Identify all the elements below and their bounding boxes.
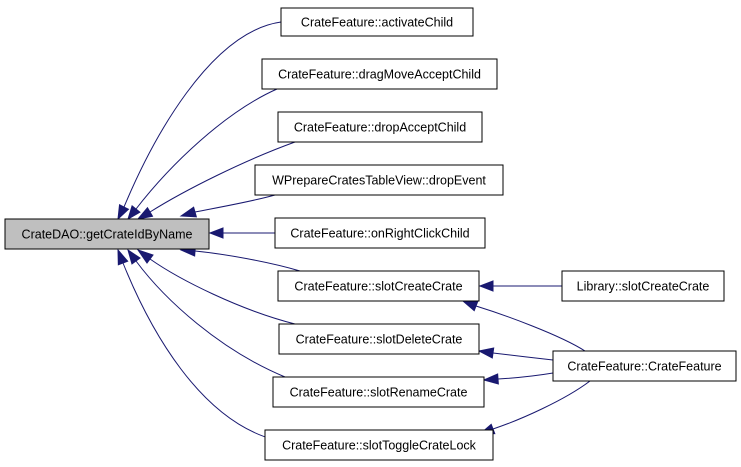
- edge-line: [475, 305, 586, 352]
- node-crate-feature-ctor-box: [552, 350, 737, 382]
- edge-onRightClickChild-to-getCrateIdByName: [208, 227, 275, 239]
- edge-slotToggleCrateLock-to-getCrateIdByName: [117, 248, 276, 441]
- edge-crateFeatureCtor-to-slotDeleteCrate: [477, 347, 554, 361]
- edge-line: [194, 194, 276, 213]
- node-slot-toggle-crate-lock-label: CrateFeature::slotToggleCrateLock: [282, 439, 477, 453]
- edge-activateChild-to-getCrateIdByName: [117, 21, 282, 221]
- edge-slotRenameCrate-to-getCrateIdByName: [127, 248, 286, 378]
- edge-slotCreateCrate-to-getCrateIdByName: [179, 245, 301, 272]
- node-drop-accept-child-box: [277, 111, 483, 143]
- node-drop-event-box: [254, 164, 504, 196]
- edge-arrowhead: [482, 373, 499, 385]
- edge-arrowhead: [208, 227, 224, 239]
- node-slot-delete-crate-box: [278, 323, 480, 355]
- edge-arrowhead: [127, 248, 141, 265]
- edge-arrowhead: [117, 203, 130, 221]
- node-slot-delete-crate[interactable]: CrateFeature::slotDeleteCrate: [278, 323, 480, 355]
- edge-librarySlotCreateCrate-to-slotCreateCrate: [478, 280, 562, 292]
- node-on-right-click-child[interactable]: CrateFeature::onRightClickChild: [274, 217, 486, 249]
- edge-line: [135, 260, 286, 378]
- edge-arrowhead: [117, 248, 129, 266]
- edge-arrowhead: [477, 347, 495, 359]
- edge-crateFeatureCtor-to-slotToggleCrateLock: [478, 380, 591, 435]
- edge-line: [149, 141, 296, 213]
- node-library-slot-create-crate-box: [561, 270, 725, 302]
- edge-line: [492, 352, 554, 361]
- node-activate-child[interactable]: CrateFeature::activateChild: [280, 7, 474, 37]
- node-slot-toggle-crate-lock-box: [264, 429, 494, 461]
- edge-line: [123, 21, 282, 208]
- node-drop-accept-child[interactable]: CrateFeature::dropAcceptChild: [277, 111, 483, 143]
- node-get-crate-id-by-name[interactable]: CrateDAO::getCrateIdByName: [4, 218, 210, 250]
- edge-line: [492, 380, 591, 430]
- node-slot-delete-crate-label: CrateFeature::slotDeleteCrate: [296, 333, 463, 347]
- edge-arrowhead: [136, 206, 154, 220]
- edge-dragMoveAcceptChild-to-getCrateIdByName: [127, 88, 278, 221]
- edge-line: [135, 88, 278, 210]
- edge-arrowhead: [127, 205, 141, 221]
- node-crate-feature-ctor[interactable]: CrateFeature::CrateFeature: [552, 350, 737, 382]
- edge-dropAcceptChild-to-getCrateIdByName: [136, 141, 296, 220]
- edge-line: [122, 262, 276, 441]
- edge-line: [497, 372, 554, 380]
- edge-arrowhead: [461, 300, 479, 312]
- node-library-slot-create-crate-label: Library::slotCreateCrate: [577, 280, 710, 294]
- node-activate-child-label: CrateFeature::activateChild: [301, 16, 453, 30]
- node-crate-feature-ctor-label: CrateFeature::CrateFeature: [567, 360, 721, 374]
- node-drop-event-label: WPrepareCratesTableView::dropEvent: [272, 174, 486, 188]
- edge-line: [194, 250, 301, 272]
- node-slot-rename-crate-label: CrateFeature::slotRenameCrate: [290, 386, 468, 400]
- node-slot-create-crate[interactable]: CrateFeature::slotCreateCrate: [277, 270, 480, 302]
- node-slot-rename-crate[interactable]: CrateFeature::slotRenameCrate: [272, 376, 485, 408]
- edge-crateFeatureCtor-to-slotRenameCrate: [482, 372, 554, 385]
- edge-arrowhead: [478, 280, 494, 292]
- node-on-right-click-child-box: [274, 217, 486, 249]
- node-activate-child-box: [280, 7, 474, 37]
- edge-crateFeatureCtor-to-slotCreateCrate: [461, 300, 586, 352]
- node-get-crate-id-by-name-label: CrateDAO::getCrateIdByName: [22, 228, 193, 242]
- node-get-crate-id-by-name-box: [4, 218, 210, 250]
- node-drag-move-accept-child[interactable]: CrateFeature::dragMoveAcceptChild: [261, 58, 498, 90]
- edge-slotDeleteCrate-to-getCrateIdByName: [136, 249, 296, 325]
- edge-line: [149, 258, 296, 325]
- edges-layer: [117, 21, 591, 441]
- node-slot-rename-crate-box: [272, 376, 485, 408]
- node-slot-create-crate-box: [277, 270, 480, 302]
- node-slot-toggle-crate-lock[interactable]: CrateFeature::slotToggleCrateLock: [264, 429, 494, 461]
- edge-dropEvent-to-getCrateIdByName: [179, 194, 276, 218]
- node-slot-create-crate-label: CrateFeature::slotCreateCrate: [294, 280, 462, 294]
- node-drag-move-accept-child-box: [261, 58, 498, 90]
- node-library-slot-create-crate[interactable]: Library::slotCreateCrate: [561, 270, 725, 302]
- edge-arrowhead: [179, 206, 198, 218]
- node-on-right-click-child-label: CrateFeature::onRightClickChild: [290, 227, 469, 241]
- node-drop-event[interactable]: WPrepareCratesTableView::dropEvent: [254, 164, 504, 196]
- nodes-layer: CrateDAO::getCrateIdByName CrateFeature:…: [4, 7, 737, 461]
- edge-arrowhead: [136, 249, 154, 264]
- node-drop-accept-child-label: CrateFeature::dropAcceptChild: [294, 121, 466, 135]
- node-drag-move-accept-child-label: CrateFeature::dragMoveAcceptChild: [278, 68, 481, 82]
